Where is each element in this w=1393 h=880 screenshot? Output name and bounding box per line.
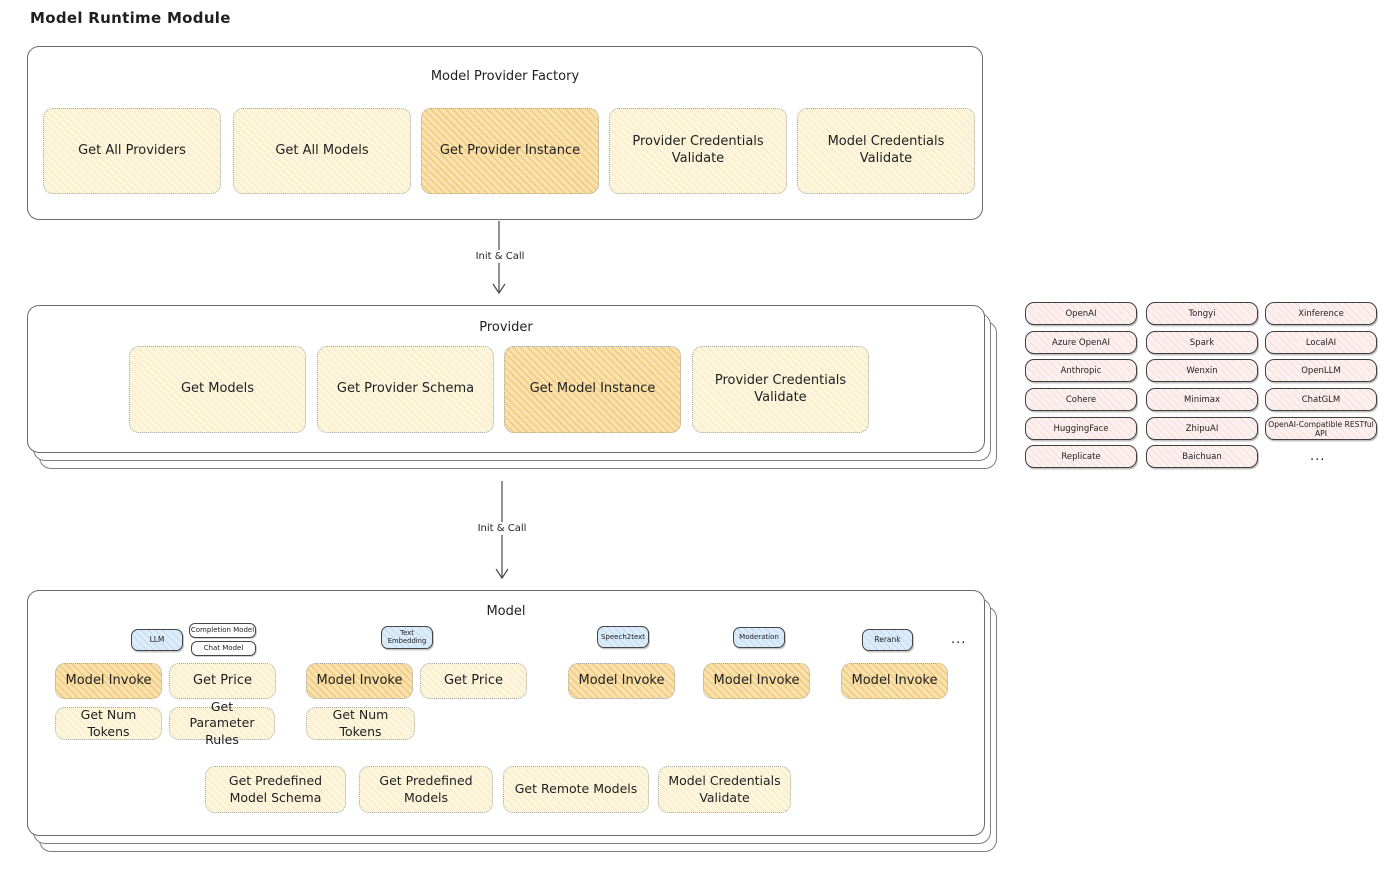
tab-completion-model: Completion Model	[189, 623, 256, 638]
factory-method-provider-credentials-validate: Provider Credentials Validate	[609, 108, 787, 194]
text-embedding-get-num-tokens: Get Num Tokens	[306, 707, 415, 740]
provider-method-get-models: Get Models	[129, 346, 306, 433]
factory-method-model-credentials-validate: Model Credentials Validate	[797, 108, 975, 194]
model-tabs-ellipsis: ...	[951, 632, 967, 647]
model-credentials-validate: Model Credentials Validate	[658, 766, 791, 813]
provider-chip-azure-openai: Azure OpenAI	[1025, 331, 1137, 354]
tab-moderation: Moderation	[733, 627, 785, 648]
tab-text-embedding: Text Embedding	[381, 626, 433, 649]
page-title: Model Runtime Module	[30, 9, 231, 27]
factory-method-get-all-providers: Get All Providers	[43, 108, 221, 194]
provider-method-provider-credentials-validate: Provider Credentials Validate	[692, 346, 869, 433]
provider-chip-xinference: Xinference	[1265, 302, 1377, 325]
provider-chip-cohere: Cohere	[1025, 388, 1137, 411]
provider-chip-minimax: Minimax	[1146, 388, 1258, 411]
provider-title: Provider	[479, 320, 533, 335]
provider-chip-localai: LocalAI	[1265, 331, 1377, 354]
llm-get-parameter-rules: Get Parameter Rules	[169, 699, 275, 747]
provider-chip-openai: OpenAI	[1025, 302, 1137, 325]
llm-get-num-tokens: Get Num Tokens	[55, 707, 162, 740]
provider-chip-chatglm: ChatGLM	[1265, 388, 1377, 411]
provider-chip-zhipuai: ZhipuAI	[1146, 417, 1258, 440]
get-predefined-models: Get Predefined Models	[359, 766, 493, 813]
provider-chip-replicate: Replicate	[1025, 445, 1137, 468]
speech2text-model-invoke: Model Invoke	[568, 663, 675, 699]
provider-chip-openllm: OpenLLM	[1265, 359, 1377, 382]
llm-get-price: Get Price	[169, 663, 276, 699]
rerank-model-invoke: Model Invoke	[841, 663, 948, 699]
provider-chip-spark: Spark	[1146, 331, 1258, 354]
tab-llm: LLM	[131, 629, 183, 651]
provider-chip-anthropic: Anthropic	[1025, 359, 1137, 382]
get-remote-models: Get Remote Models	[503, 766, 649, 813]
tab-chat-model: Chat Model	[191, 641, 256, 656]
get-predefined-model-schema: Get Predefined Model Schema	[205, 766, 346, 813]
provider-chip-baichuan: Baichuan	[1146, 445, 1258, 468]
llm-model-invoke: Model Invoke	[55, 663, 162, 699]
provider-container: Provider Get Models Get Provider Schema …	[27, 305, 985, 453]
arrow-label-init-call-2: Init & Call	[463, 522, 541, 535]
provider-chip-huggingface: HuggingFace	[1025, 417, 1137, 440]
factory-method-get-all-models: Get All Models	[233, 108, 411, 194]
factory-title: Model Provider Factory	[430, 69, 580, 84]
moderation-model-invoke: Model Invoke	[703, 663, 810, 699]
provider-chip-wenxin: Wenxin	[1146, 359, 1258, 382]
provider-chips-ellipsis: ...	[1310, 449, 1326, 464]
factory-method-get-provider-instance: Get Provider Instance	[421, 108, 599, 194]
factory-container: Model Provider Factory Get All Providers…	[27, 46, 983, 220]
model-container: Model LLM Completion Model Chat Model Te…	[27, 590, 985, 836]
tab-speech2text: Speech2text	[597, 626, 649, 648]
provider-chip-tongyi: Tongyi	[1146, 302, 1258, 325]
provider-chip-openai-compatible-restful-api: OpenAI-Compatible RESTful API	[1265, 417, 1377, 440]
text-embedding-model-invoke: Model Invoke	[306, 663, 413, 699]
tab-rerank: Rerank	[862, 629, 913, 651]
text-embedding-get-price: Get Price	[420, 663, 527, 699]
model-title: Model	[486, 604, 526, 619]
provider-method-get-model-instance: Get Model Instance	[504, 346, 681, 433]
provider-method-get-provider-schema: Get Provider Schema	[317, 346, 494, 433]
arrow-label-init-call-1: Init & Call	[461, 250, 539, 263]
